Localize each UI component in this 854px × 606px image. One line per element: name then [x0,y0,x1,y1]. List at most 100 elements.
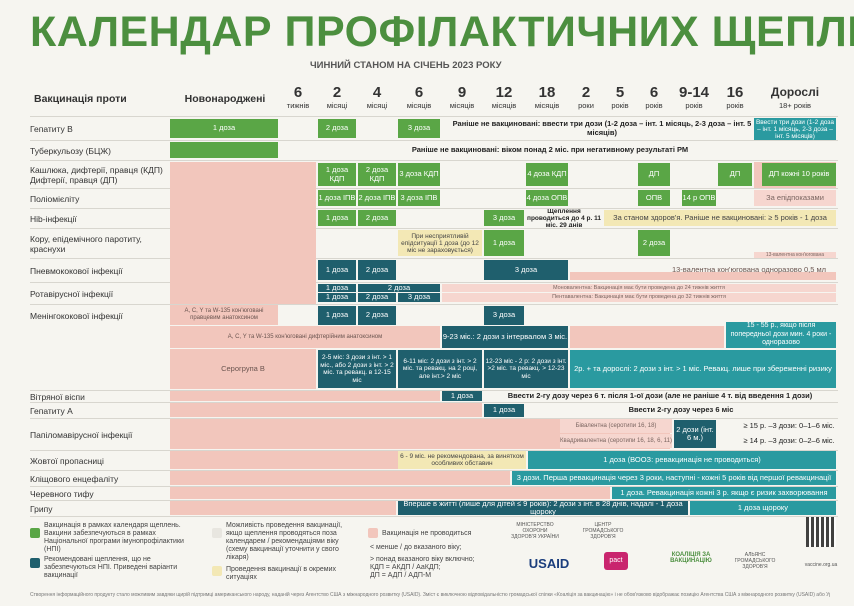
alliance-logo: АЛЬЯНС ГРОМАДСЬКОГО ЗДОРОВ'Я [734,552,776,570]
tbe-pk [170,471,510,485]
dtp-adults: ДП кожні 10 років [762,163,836,186]
hepb-dose-3: 3 доза [398,119,440,138]
hepa-dose-1: 1 доза [484,404,524,417]
legend-swatch-special [212,566,222,576]
dtp-dose-2: 2 доза КДП [358,163,396,186]
hepb-note: Раніше не вакциновані: ввести три дози (… [452,119,752,137]
row-label-hib: Hib-інфекції [30,213,77,224]
rota-note-penta: Пентавалентна: Вакцинація має бути прове… [442,293,836,302]
header-vaccination-against: Вакцинація проти [34,93,127,105]
page-subtitle: ЧИННИЙ СТАНОМ НА СІЧЕНЬ 2023 РОКУ [310,60,502,71]
row-label-flu: Грипу [30,503,53,514]
legend-swatch-npi [30,528,40,538]
legend-less: < менше / до вказаного віку; [370,544,462,551]
polio-dose-4: 4 доза ОПВ [526,190,568,206]
flu-pk [170,501,396,515]
bcg-note: Раніше не вакциновані: віком понад 2 міс… [411,144,689,154]
legend-possible: Можливість проведення вакцинації, якщо щ… [226,522,343,561]
men-dose-2: 2 доза [358,306,396,325]
hepb-adults: Ввести три дози (1-2 доза – інт. 1 місяц… [754,118,836,140]
row-label-mening: Менінгококової інфекції [30,311,123,321]
site-link[interactable]: vaccine.org.ua [804,562,838,568]
legend-recommended: Рекомендовані щеплення, що не забезпечую… [44,556,178,579]
var-dose-1: 1 доза [442,391,482,401]
pcv-note: 13-валентна кон'югована одноразово 0,5 м… [570,260,836,280]
legend-special: Проведення вакцинації в окремих ситуація… [226,566,336,581]
tbe-dose: 3 дози. Перша ревакцинація через 3 роки,… [512,471,836,485]
row-label-yellow-fever: Жовтої пропасниці [30,455,104,466]
row-label-hepa: Гепатиту А [30,405,73,416]
rota-dose-3: 3 доза [398,293,440,302]
qr-code-icon[interactable] [806,517,836,547]
row-label-mmr: Кору, епідемічного паротиту, краснухи [30,233,142,254]
var-note: Ввести 2-гу дозу через 6 т. після 1-ої д… [507,391,813,400]
mmr-dose-1: 1 доза [484,230,524,256]
row-label-bcg: Туберкульозу (БЦЖ) [30,145,111,156]
hib-dose-1: 1 доза [318,210,356,226]
not-done-band-infant [170,162,316,304]
hib-dose-2: 2 доза [358,210,396,226]
row-label-tbe: Кліщового енцефаліту [30,473,119,484]
bcg-dose [170,142,278,158]
rota-dose-2b: 2 доза [358,293,396,302]
men-pk-band [570,326,724,348]
row-label-pneumo: Пневмококової інфекції [30,265,123,276]
dtp-dose-4: 4 доза КДП [526,163,568,186]
men-9-23m: 9-23 міс.: 2 дози з інтервалом 3 міс. [442,326,568,348]
menb-2y-adults: 2р. + та дорослі: 2 дози з інт. > 1 міс.… [570,350,836,388]
polio-dose-6: 14 р ОПВ [682,190,716,206]
legend-not-done: Вакцинація не проводиться [382,530,472,537]
row-label-polio: Поліомієліту [30,193,80,204]
menb-pk: Серогрупа В [170,349,316,389]
men-adults: 15 - 55 р., якщо після попередньої дози … [726,322,836,348]
polio-adults: За епідпоказами [754,190,836,206]
usaid-logo: USAID [528,556,570,571]
menb-6-11m: 6-11 міс: 2 дози з інт. > 2 міс. та рева… [398,350,482,388]
hpv-15y: ≥ 15 р. –3 дози: 0–1–6 міс. [743,421,835,431]
legend-npi: Вакцинація в рамках календаря щеплень. В… [44,522,184,553]
page-title: КАЛЕНДАР ПРОФІЛАКТИЧНИХ ЩЕПЛЕНЬ [30,8,854,56]
hepb-dose-2: 2 доза [318,119,356,138]
var-pk [170,391,440,401]
polio-dose-5: ОПВ [638,190,670,206]
dtp-dp-16y: ДП [718,163,752,186]
rota-dose-1: 1 доза [318,284,356,292]
mmr-dose-2: 2 доза [638,230,670,256]
men-pk-tetanus: А, С, Y та W-135 кон'юговані правцевим а… [170,305,278,325]
pcv-dose-2: 2 доза [358,260,396,280]
rota-dose-2: 2 доза [358,284,440,292]
rota-dose-1b: 1 доза [318,293,356,302]
header-newborn: Новонароджені [184,93,266,105]
pcv-dose-1: 1 доза [318,260,356,280]
polio-dose-3: 3 доза ІПВ [398,190,440,206]
phc-logo: ЦЕНТР ГРОМАДСЬКОГО ЗДОРОВ'Я [582,522,624,540]
yf-note: 6 - 9 міс. не рекомендована, за винятком… [398,451,526,469]
menb-12-23m: 12-23 міс - 2 р: 2 дози з інт. >2 міс. т… [484,350,568,388]
dtp-dose-3: 3 доза КДП [398,163,440,186]
legend-swatch-possible [212,528,222,538]
hib-note-older: За станом здоров'я. Раніше не вакцинован… [604,210,836,226]
moh-logo: МІНІСТЕРСТВО ОХОРОНИ ЗДОРОВ'Я УКРАЇНИ [511,522,559,540]
legend-swatch-not-done [368,528,378,538]
men-dose-1: 1 доза [318,306,356,325]
hepa-pk [170,403,482,417]
menb-2-5m: 2-5 міс: 3 дози з інт. > 1 міс., або 2 д… [318,350,396,388]
row-label-rota: Ротавірусної інфекції [30,288,114,299]
flu-first: Вперше в житті (лише для дітей ≤ 9 років… [398,501,688,515]
flu-adults: 1 доза щороку [690,501,836,515]
pcv-dose-3: 3 доза [484,260,568,280]
hpv-bivalent: Бівалентна (серотипи 16, 18) [560,419,672,433]
hib-note: Щеплення проводиться до 4 р. 11 міс. 29 … [527,209,601,227]
row-label-hpv: Папіломавірусної інфекції [30,429,133,440]
yf-pk [170,451,398,469]
